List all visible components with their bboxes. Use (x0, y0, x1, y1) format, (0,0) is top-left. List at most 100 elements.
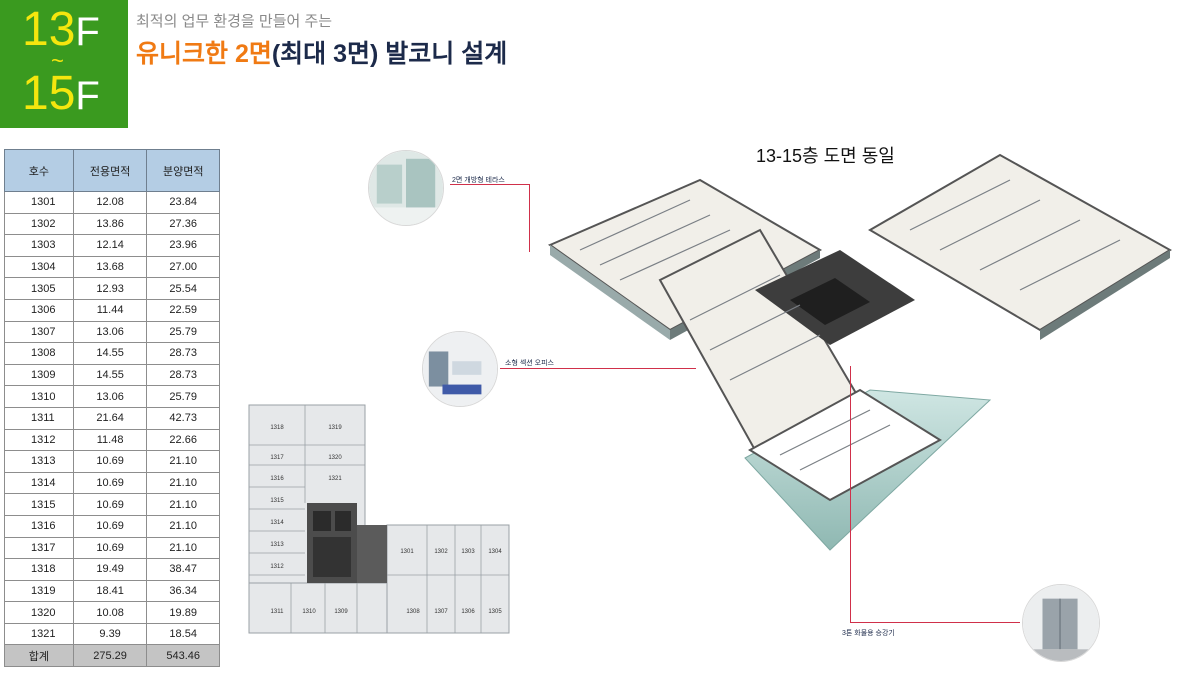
sale-area-cell: 18.54 (146, 622, 220, 646)
elevator-label: 3톤 화물용 승강기 (842, 630, 895, 637)
exclusive-area-cell: 10.08 (72, 601, 148, 624)
exclusive-area-cell: 12.93 (72, 277, 148, 300)
mini-room-label: 1306 (461, 609, 475, 615)
exclusive-area-cell: 11.48 (72, 428, 148, 452)
mini-room-label: 1314 (270, 520, 284, 526)
mini-room-label: 1302 (434, 549, 448, 555)
mini-room-label: 1315 (270, 498, 284, 504)
room-number-cell: 1315 (4, 493, 74, 516)
floor-plan-note: 13-15층 도면 동일 (756, 146, 895, 166)
elevator-leader (850, 622, 1020, 623)
mini-room-label: 1303 (461, 549, 475, 555)
mini-room-label: 1312 (270, 564, 284, 570)
room-number-cell: 1309 (4, 363, 74, 387)
page-subtitle: 최적의 업무 환경을 만들어 주는 (136, 13, 333, 30)
sale-area-cell: 21.10 (146, 514, 220, 538)
sale-area-cell: 38.47 (146, 558, 220, 581)
exclusive-area-cell: 11.44 (72, 298, 148, 322)
sale-area-cell: 25.79 (146, 320, 220, 344)
mini-room-label: 1317 (270, 455, 284, 461)
page-title: 유니크한 2면(최대 3면) 발코니 설계 (136, 34, 507, 70)
mini-room-label: 1304 (488, 549, 502, 555)
sale-area-cell: 42.73 (146, 406, 220, 430)
exclusive-area-cell: 12.08 (72, 191, 148, 214)
exclusive-area-cell: 14.55 (72, 363, 148, 387)
room-number-cell: 1306 (4, 298, 74, 322)
floor-badge: 13F ~ 15F (0, 0, 128, 128)
sale-area-cell: 23.84 (146, 191, 220, 214)
mini-floor-plan: 1318 1319 1317 1320 1316 1321 1315 1314 … (247, 403, 511, 635)
sale-area-cell: 36.34 (146, 579, 220, 603)
title-highlight: 유니크한 2면 (136, 40, 272, 68)
exclusive-area-cell: 9.39 (72, 622, 148, 646)
sale-area-cell: 25.54 (146, 277, 220, 300)
room-number-cell: 1302 (4, 212, 74, 236)
mini-room-label: 1313 (270, 542, 284, 548)
exclusive-area-cell: 10.69 (72, 536, 148, 560)
mini-room-label: 1316 (270, 476, 284, 482)
sale-area-cell: 21.10 (146, 493, 220, 516)
exclusive-area-cell: 14.55 (72, 342, 148, 365)
mini-room-label: 1307 (434, 609, 448, 615)
exclusive-area-cell: 10.69 (72, 450, 148, 473)
sale-area-cell: 21.10 (146, 536, 220, 560)
terrace-leader-vertical (529, 184, 530, 252)
exclusive-area-cell: 13.06 (72, 320, 148, 344)
office-leader (500, 368, 696, 369)
mini-room-label: 1311 (271, 609, 285, 615)
floor-from: 13F (22, 3, 100, 56)
total-exclusive-cell: 275.29 (72, 644, 148, 668)
exclusive-area-cell: 18.41 (72, 579, 148, 603)
floor-tilde: ~ (51, 48, 64, 73)
room-number-cell: 1316 (4, 514, 74, 538)
exclusive-area-cell: 19.49 (72, 558, 148, 581)
room-number-cell: 1320 (4, 601, 74, 624)
terrace-leader (450, 184, 530, 185)
sale-area-cell: 22.66 (146, 428, 220, 452)
total-label-cell: 합계 (4, 644, 74, 668)
office-label: 소형 섹션 오피스 (505, 360, 554, 367)
room-number-cell: 1314 (4, 471, 74, 495)
room-number-cell: 1307 (4, 320, 74, 344)
sale-area-cell: 21.10 (146, 450, 220, 473)
exclusive-area-cell: 10.69 (72, 514, 148, 538)
exclusive-area-cell: 10.69 (72, 493, 148, 516)
room-number-cell: 1301 (4, 191, 74, 214)
room-number-cell: 1310 (4, 385, 74, 408)
sale-area-cell: 19.89 (146, 601, 220, 624)
mini-room-label: 1308 (406, 609, 420, 615)
mini-room-label: 1310 (302, 609, 316, 615)
room-number-cell: 1317 (4, 536, 74, 560)
sale-area-cell: 22.59 (146, 298, 220, 322)
room-number-cell: 1312 (4, 428, 74, 452)
mini-room-label: 1305 (488, 609, 502, 615)
exclusive-area-cell: 13.06 (72, 385, 148, 408)
room-number-cell: 1305 (4, 277, 74, 300)
exclusive-area-cell: 10.69 (72, 471, 148, 495)
exclusive-area-cell: 13.86 (72, 212, 148, 236)
table-header-row: 호수 전용면적 분양면적 (4, 149, 220, 192)
sale-area-cell: 27.00 (146, 255, 220, 279)
isometric-floor-plan (547, 153, 1172, 551)
mini-room-label: 1320 (328, 455, 342, 461)
elevator-leader-vertical (850, 366, 851, 623)
exclusive-area-cell: 12.14 (72, 234, 148, 257)
room-number-cell: 1313 (4, 450, 74, 473)
